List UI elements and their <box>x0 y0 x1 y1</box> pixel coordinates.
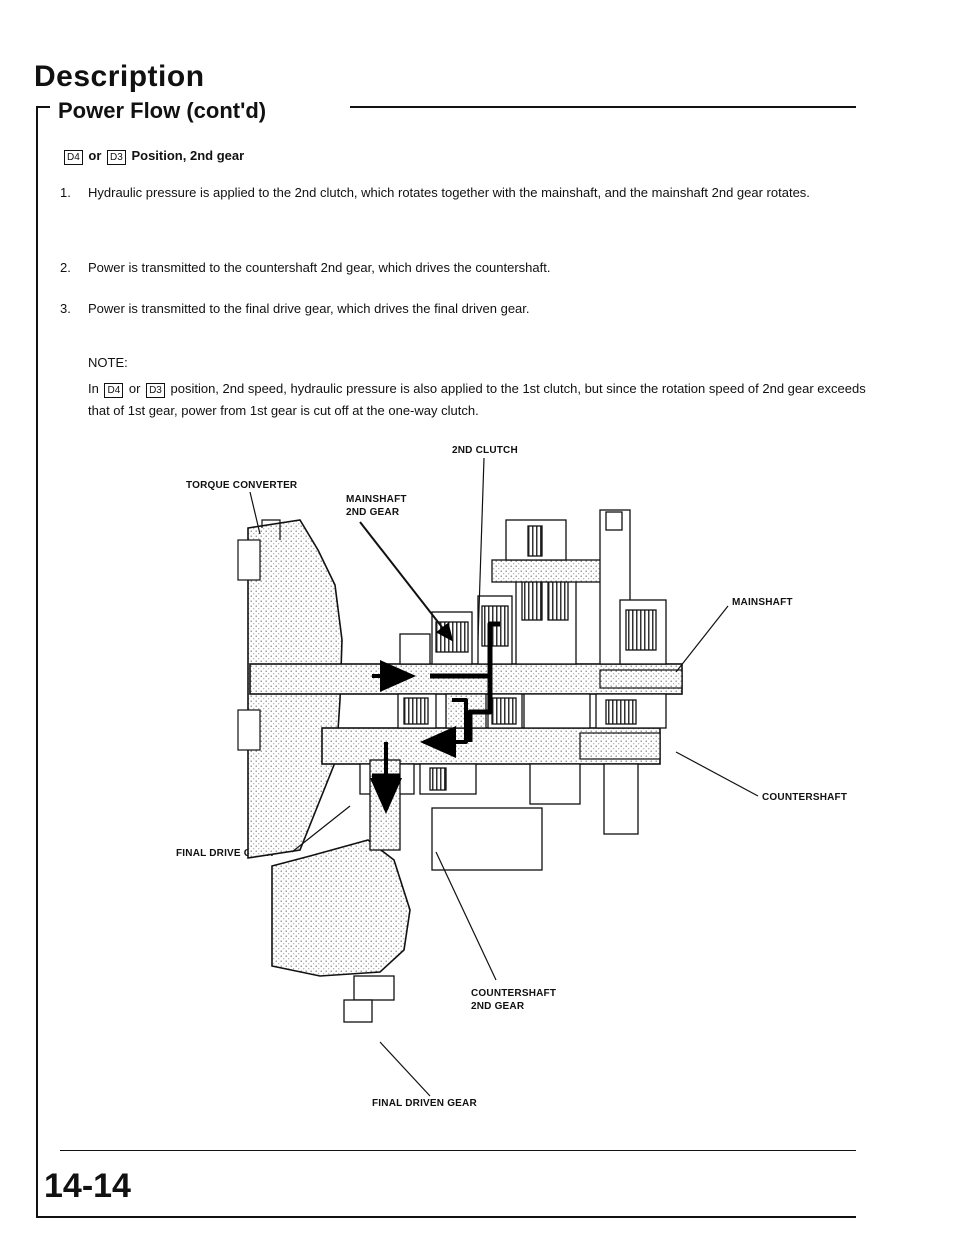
label-countershaft: COUNTERSHAFT <box>762 792 848 803</box>
note-d4-key: D4 <box>104 383 124 398</box>
subhead-or: or <box>88 148 102 163</box>
mainshaft <box>249 663 683 695</box>
d3-key: D3 <box>107 150 126 165</box>
note-text: position, 2nd speed, hydraulic pressure … <box>88 381 866 418</box>
note-d3-key: D3 <box>146 383 165 398</box>
section-title: Power Flow (cont'd) <box>58 98 267 123</box>
leader-lines <box>249 457 759 1097</box>
label-countershaft-2nd-gear-1: COUNTERSHAFT <box>471 988 557 999</box>
left-bracket-vertical <box>36 106 38 1218</box>
step-text: Power is transmitted to the countershaft… <box>88 260 551 275</box>
label-countershaft-2nd-gear-2: 2ND GEAR <box>471 1001 525 1012</box>
inner-divider-line <box>60 1150 856 1151</box>
left-bracket-horizontal <box>36 106 50 108</box>
step-number: 3. <box>60 301 71 316</box>
label-2nd-clutch: 2ND CLUTCH <box>452 445 518 456</box>
bottom-rule <box>36 1216 856 1218</box>
label-mainshaft-2nd-gear-2: 2ND GEAR <box>346 507 400 518</box>
subhead-text: Position, 2nd gear <box>131 148 245 163</box>
note-body: In D4 or D3 position, 2nd speed, hydraul… <box>88 378 868 422</box>
label-final-driven-gear: FINAL DRIVEN GEAR <box>372 1098 477 1109</box>
d4-key: D4 <box>64 150 83 165</box>
page-number: 14-14 <box>44 1167 131 1205</box>
label-mainshaft: MAINSHAFT <box>732 597 793 608</box>
step-number: 2. <box>60 260 71 275</box>
countershaft <box>321 727 661 765</box>
note-or: or <box>128 381 141 396</box>
note-prefix: In <box>88 381 99 396</box>
position-subheading: D4 or D3 Position, 2nd gear <box>62 148 244 165</box>
section-rule <box>350 106 856 108</box>
power-flow-path <box>370 621 500 814</box>
label-mainshaft-2nd-gear-1: MAINSHAFT <box>346 494 407 505</box>
page-title: Description <box>34 60 205 93</box>
countershaft-gear-pack <box>359 693 667 871</box>
step-number: 1. <box>60 185 71 200</box>
step-text: Hydraulic pressure is applied to the 2nd… <box>88 185 810 200</box>
note-heading: NOTE: <box>88 355 128 370</box>
step-text: Power is transmitted to the final drive … <box>88 301 530 316</box>
mainshaft-gear-pack <box>399 509 667 665</box>
label-final-drive-gear: FINAL DRIVE GEAR <box>176 848 274 859</box>
label-torque-converter: TORQUE CONVERTER <box>186 480 298 491</box>
